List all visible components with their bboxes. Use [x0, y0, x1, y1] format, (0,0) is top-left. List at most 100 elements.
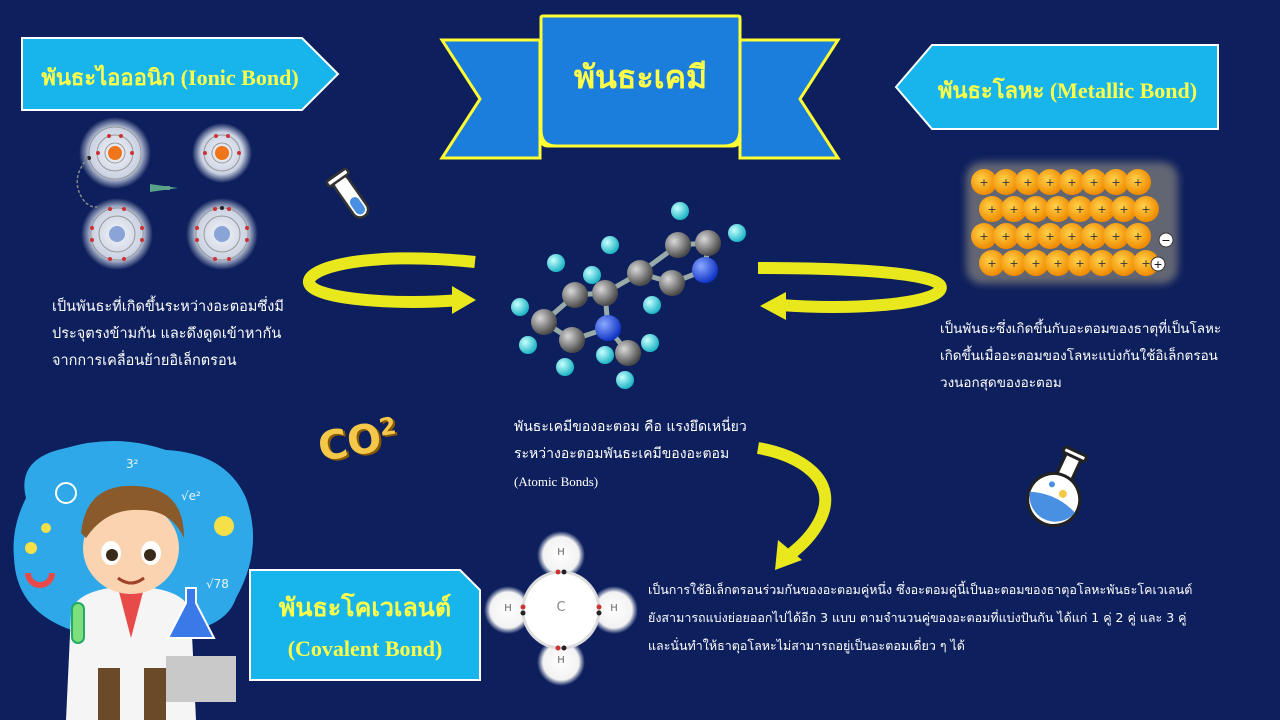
metal-atom	[1125, 169, 1151, 195]
methane-h-right: H	[610, 603, 618, 614]
metallic-desc-line-1: เป็นพันธะซึ่งเกิดขึ้นกับอะตอมของธาตุที่เ…	[940, 321, 1222, 337]
metal-atom	[1081, 223, 1107, 249]
metal-atom	[1067, 250, 1093, 276]
ionic-atoms-illustration	[76, 117, 258, 270]
metal-atom	[1015, 223, 1041, 249]
metal-atom	[979, 196, 1005, 222]
metal-atom-charge: +	[1133, 230, 1142, 243]
metal-atom-charge: +	[987, 257, 996, 270]
metal-atom	[1037, 169, 1063, 195]
metal-atom-charge: +	[1045, 176, 1054, 189]
page-title: พันธะเคมี	[573, 59, 708, 95]
metal-atom-charge: +	[1089, 230, 1098, 243]
metal-atom	[1045, 250, 1071, 276]
metallic-desc-line-2: เกิดขึ้นเมื่ออะตอมของโลหะแบ่งกันใช้อิเล็…	[940, 348, 1218, 364]
metal-atom-charge: +	[1097, 203, 1106, 216]
metal-atom	[1059, 169, 1085, 195]
methane-carbon-label: C	[556, 600, 566, 615]
metal-atom-charge: +	[1097, 257, 1106, 270]
ionic-desc-line-2: ประจุตรงข้ามกัน และดึงดูดเข้าหากัน	[52, 326, 282, 342]
metal-atom-charge: +	[1141, 257, 1150, 270]
metal-atom	[971, 223, 997, 249]
metal-atom-charge: +	[1067, 176, 1076, 189]
metal-atom-charge: +	[1111, 230, 1120, 243]
covalent-desc-line-2: ยังสามารถแบ่งย่อยออกไปได้อีก 3 แบบ ตามจำ…	[648, 610, 1187, 625]
metal-atom	[1111, 250, 1137, 276]
center-desc-line-2: ระหว่างอะตอมพันธะเคมีของอะตอม	[514, 446, 730, 462]
metal-atom-charge: +	[1119, 257, 1128, 270]
center-desc-line-3: (Atomic Bonds)	[514, 474, 599, 489]
metal-atom-charge: +	[1009, 257, 1018, 270]
metal-atom-charge: +	[1023, 230, 1032, 243]
metal-atom-charge: +	[1075, 257, 1084, 270]
metal-atom-charge: +	[1133, 176, 1142, 189]
metallic-bond-label: พันธะโลหะ (Metallic Bond)	[937, 78, 1198, 103]
metal-atom	[1037, 223, 1063, 249]
metal-atom	[1023, 196, 1049, 222]
methane-h-top: H	[557, 547, 565, 558]
covalent-desc-line-3: และนั่นทำให้ธาตุอโลหะไม่สามารถอยู่เป็นอะ…	[648, 638, 965, 653]
svg-text:√e²: √e²	[181, 489, 201, 503]
chlorine-atom	[81, 198, 153, 270]
metal-atom	[1089, 196, 1115, 222]
metal-atom-charge: +	[987, 203, 996, 216]
flask-icon	[1026, 445, 1088, 527]
metal-atom-charge: +	[1141, 203, 1150, 216]
metal-atom-charge: +	[1067, 230, 1076, 243]
metal-atom-charge: +	[979, 230, 988, 243]
metal-atoms: + + + + + + + + + + + + + + + + + + + + + + + + + + + + + + + +	[971, 169, 1159, 276]
metal-atom	[1001, 250, 1027, 276]
svg-text:√78: √78	[206, 577, 229, 591]
metal-atom-charge: +	[1031, 257, 1040, 270]
metal-atom-charge: +	[1053, 203, 1062, 216]
metal-atom	[1023, 250, 1049, 276]
ionic-desc-line-1: เป็นพันธะที่เกิดขึ้นระหว่างอะตอมซึ่งมี	[52, 299, 284, 315]
metal-atom	[1001, 196, 1027, 222]
methane-h-bottom: H	[557, 655, 565, 666]
scientist-illustration: 3² √e² √78	[13, 440, 254, 720]
covalent-desc-line-1: เป็นการใช้อิเล็กตรอนร่วมกันของอะตอมคู่หน…	[648, 582, 1193, 597]
svg-text:3²: 3²	[126, 457, 139, 471]
metallic-desc-line-3: วงนอกสุดของอะตอม	[940, 375, 1062, 391]
ionic-description: เป็นพันธะที่เกิดขึ้นระหว่างอะตอมซึ่งมี ป…	[52, 294, 284, 375]
metal-atom	[1045, 196, 1071, 222]
metal-atom-charge: +	[1001, 230, 1010, 243]
metal-atom-charge: +	[1031, 203, 1040, 216]
metallic-lattice-illustration: ++++++++++++++++++++++++++++++++ − +	[966, 162, 1178, 284]
metal-atom-charge: +	[1045, 230, 1054, 243]
metal-atom	[1103, 223, 1129, 249]
metal-atom	[993, 169, 1019, 195]
metal-atom-charge: +	[979, 176, 988, 189]
test-tube-icon	[325, 167, 370, 219]
metal-atom	[1133, 196, 1159, 222]
svg-text:+: +	[1153, 258, 1162, 271]
covalent-description: เป็นการใช้อิเล็กตรอนร่วมกันของอะตอมคู่หน…	[648, 576, 1192, 660]
sodium-ion	[192, 123, 252, 183]
metal-atom-charge: +	[1089, 176, 1098, 189]
metal-atom	[971, 169, 997, 195]
metal-atom	[1059, 223, 1085, 249]
metal-atom	[1133, 250, 1159, 276]
metal-atom-charge: +	[1023, 176, 1032, 189]
metallic-description: เป็นพันธะซึ่งเกิดขึ้นกับอะตอมของธาตุที่เ…	[940, 316, 1221, 397]
molecule-illustration	[511, 202, 746, 389]
center-desc-line-1: พันธะเคมีของอะตอม คือ แรงยึดเหนี่ยว	[514, 419, 747, 435]
metal-atom-charge: +	[1053, 257, 1062, 270]
metal-atom-charge: +	[1075, 203, 1084, 216]
metal-atom	[1067, 196, 1093, 222]
ionic-desc-line-3: จากการเคลื่อนย้ายอิเล็กตรอน	[52, 353, 237, 369]
covalent-bond-label-line1: พันธะโคเวเลนต์	[278, 595, 452, 622]
metal-atom	[1015, 169, 1041, 195]
center-description: พันธะเคมีของอะตอม คือ แรงยึดเหนี่ยว ระหว…	[514, 414, 747, 495]
metal-atom	[1111, 196, 1137, 222]
metal-atom	[1125, 223, 1151, 249]
metal-atom-charge: +	[1111, 176, 1120, 189]
metal-atom-charge: +	[1001, 176, 1010, 189]
metal-atom-charge: +	[1009, 203, 1018, 216]
